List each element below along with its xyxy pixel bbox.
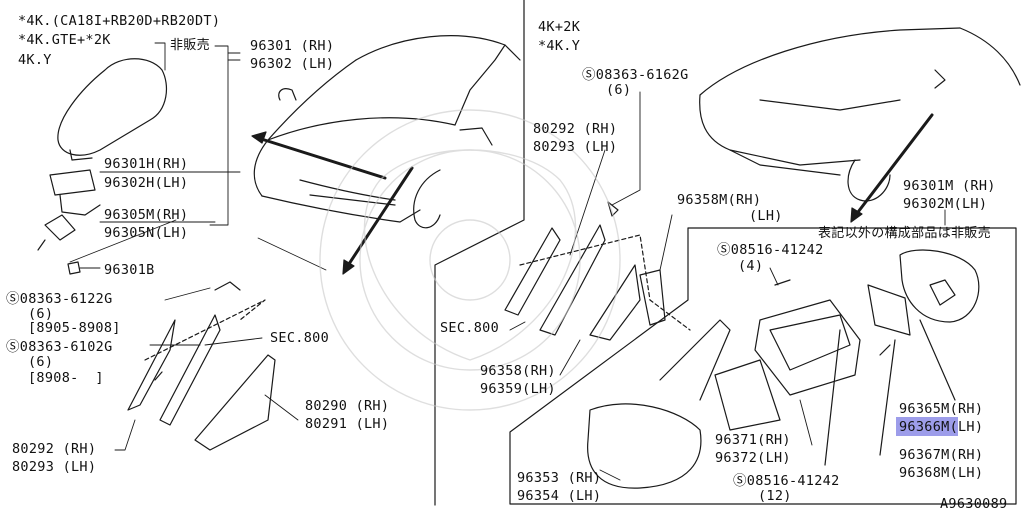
bolt-08363-6122G-qty: (6) [28, 306, 54, 322]
diagram-id: A9630089 [940, 496, 1008, 512]
part-96371[interactable]: 96371(RH) [715, 432, 791, 448]
left-mirror-illustration [37, 58, 177, 275]
divider-left-diagonal [257, 237, 327, 271]
part-96359M[interactable]: (LH) [749, 208, 783, 224]
left-header-line-2: *4K.GTE+*2K [18, 32, 111, 48]
part-96368M[interactable]: 96368M(LH) [899, 465, 984, 481]
screw-08516-41242-bottom[interactable]: Ⓢ08516-41242 [733, 473, 840, 489]
bolt-08363-6102G[interactable]: Ⓢ08363-6102G [6, 339, 113, 355]
right-header-line-1: 4K+2K [538, 19, 581, 35]
right-exploded-mirror [587, 249, 980, 489]
non-listed-parts-notice: 表記以外の構成部品は非販売 [818, 226, 991, 241]
part-96359[interactable]: 96359(LH) [480, 381, 556, 397]
bolt-08363-6102G-qty: (6) [28, 354, 54, 370]
part-96301B[interactable]: 96301B [104, 262, 155, 278]
screw-08516-41242-bottom-qty: (12) [758, 488, 792, 504]
part-96301H[interactable]: 96301H(RH) [104, 156, 189, 172]
screw-08516-41242-top[interactable]: Ⓢ08516-41242 [717, 242, 824, 258]
divider-top-vertical [434, 0, 525, 506]
part-96302H[interactable]: 96302H(LH) [104, 175, 189, 191]
part-96353[interactable]: 96353 (RH) [517, 470, 602, 486]
part-80290[interactable]: 80290 (RH) [305, 398, 390, 414]
part-96305M[interactable]: 96305M(RH) [104, 207, 189, 223]
bolt-08363-6102G-range: [8908- ] [28, 370, 104, 386]
left-brackets-illustration [127, 281, 276, 451]
part-96305N[interactable]: 96305N(LH) [104, 225, 189, 241]
part-80291[interactable]: 80291 (LH) [305, 416, 390, 432]
part-96358[interactable]: 96358(RH) [480, 363, 556, 379]
left-header-line-1: *4K.(CA18I+RB20D+RB20DT) [18, 13, 221, 29]
part-96302M[interactable]: 96302M(LH) [903, 196, 988, 212]
bolt-08363-6122G-range: [8905-8908] [28, 320, 121, 336]
part-96367M[interactable]: 96367M(RH) [899, 447, 984, 463]
part-96302[interactable]: 96302 (LH) [250, 56, 335, 72]
not-for-sale-label: 非販売 [170, 38, 210, 53]
part-96358M[interactable]: 96358M(RH) [677, 192, 762, 208]
right-leader-lines [509, 91, 946, 481]
bolt-08363-6162G[interactable]: Ⓢ08363-6162G [582, 67, 689, 83]
part-96372[interactable]: 96372(LH) [715, 450, 791, 466]
left-arrows [253, 135, 414, 272]
right-header-line-2: *4K.Y [538, 38, 581, 54]
part-80293-right[interactable]: 80293 (LH) [533, 139, 618, 155]
part-80293-left[interactable]: 80293 (LH) [12, 459, 97, 475]
part-80292-left[interactable]: 80292 (RH) [12, 441, 97, 457]
selected-part-highlight [896, 417, 958, 436]
right-car-illustration [699, 27, 1021, 202]
sec-800-right[interactable]: SEC.800 [440, 320, 499, 336]
bolt-08363-6162G-qty: (6) [606, 82, 632, 98]
left-leader-lines [79, 42, 299, 451]
watermark-emblem [319, 109, 621, 411]
left-header-line-3: 4K.Y [18, 52, 52, 68]
bolt-08363-6122G[interactable]: Ⓢ08363-6122G [6, 291, 113, 307]
part-96354[interactable]: 96354 (LH) [517, 488, 602, 504]
part-80292-right[interactable]: 80292 (RH) [533, 121, 618, 137]
part-96301[interactable]: 96301 (RH) [250, 38, 335, 54]
screw-08516-41242-top-qty: (4) [738, 258, 764, 274]
part-96365M[interactable]: 96365M(RH) [899, 401, 984, 417]
sec-800-left[interactable]: SEC.800 [270, 330, 329, 346]
exploded-view-box [509, 227, 1017, 505]
part-96366M[interactable]: 96366M(LH) [899, 419, 984, 435]
part-96301M[interactable]: 96301M (RH) [903, 178, 996, 194]
